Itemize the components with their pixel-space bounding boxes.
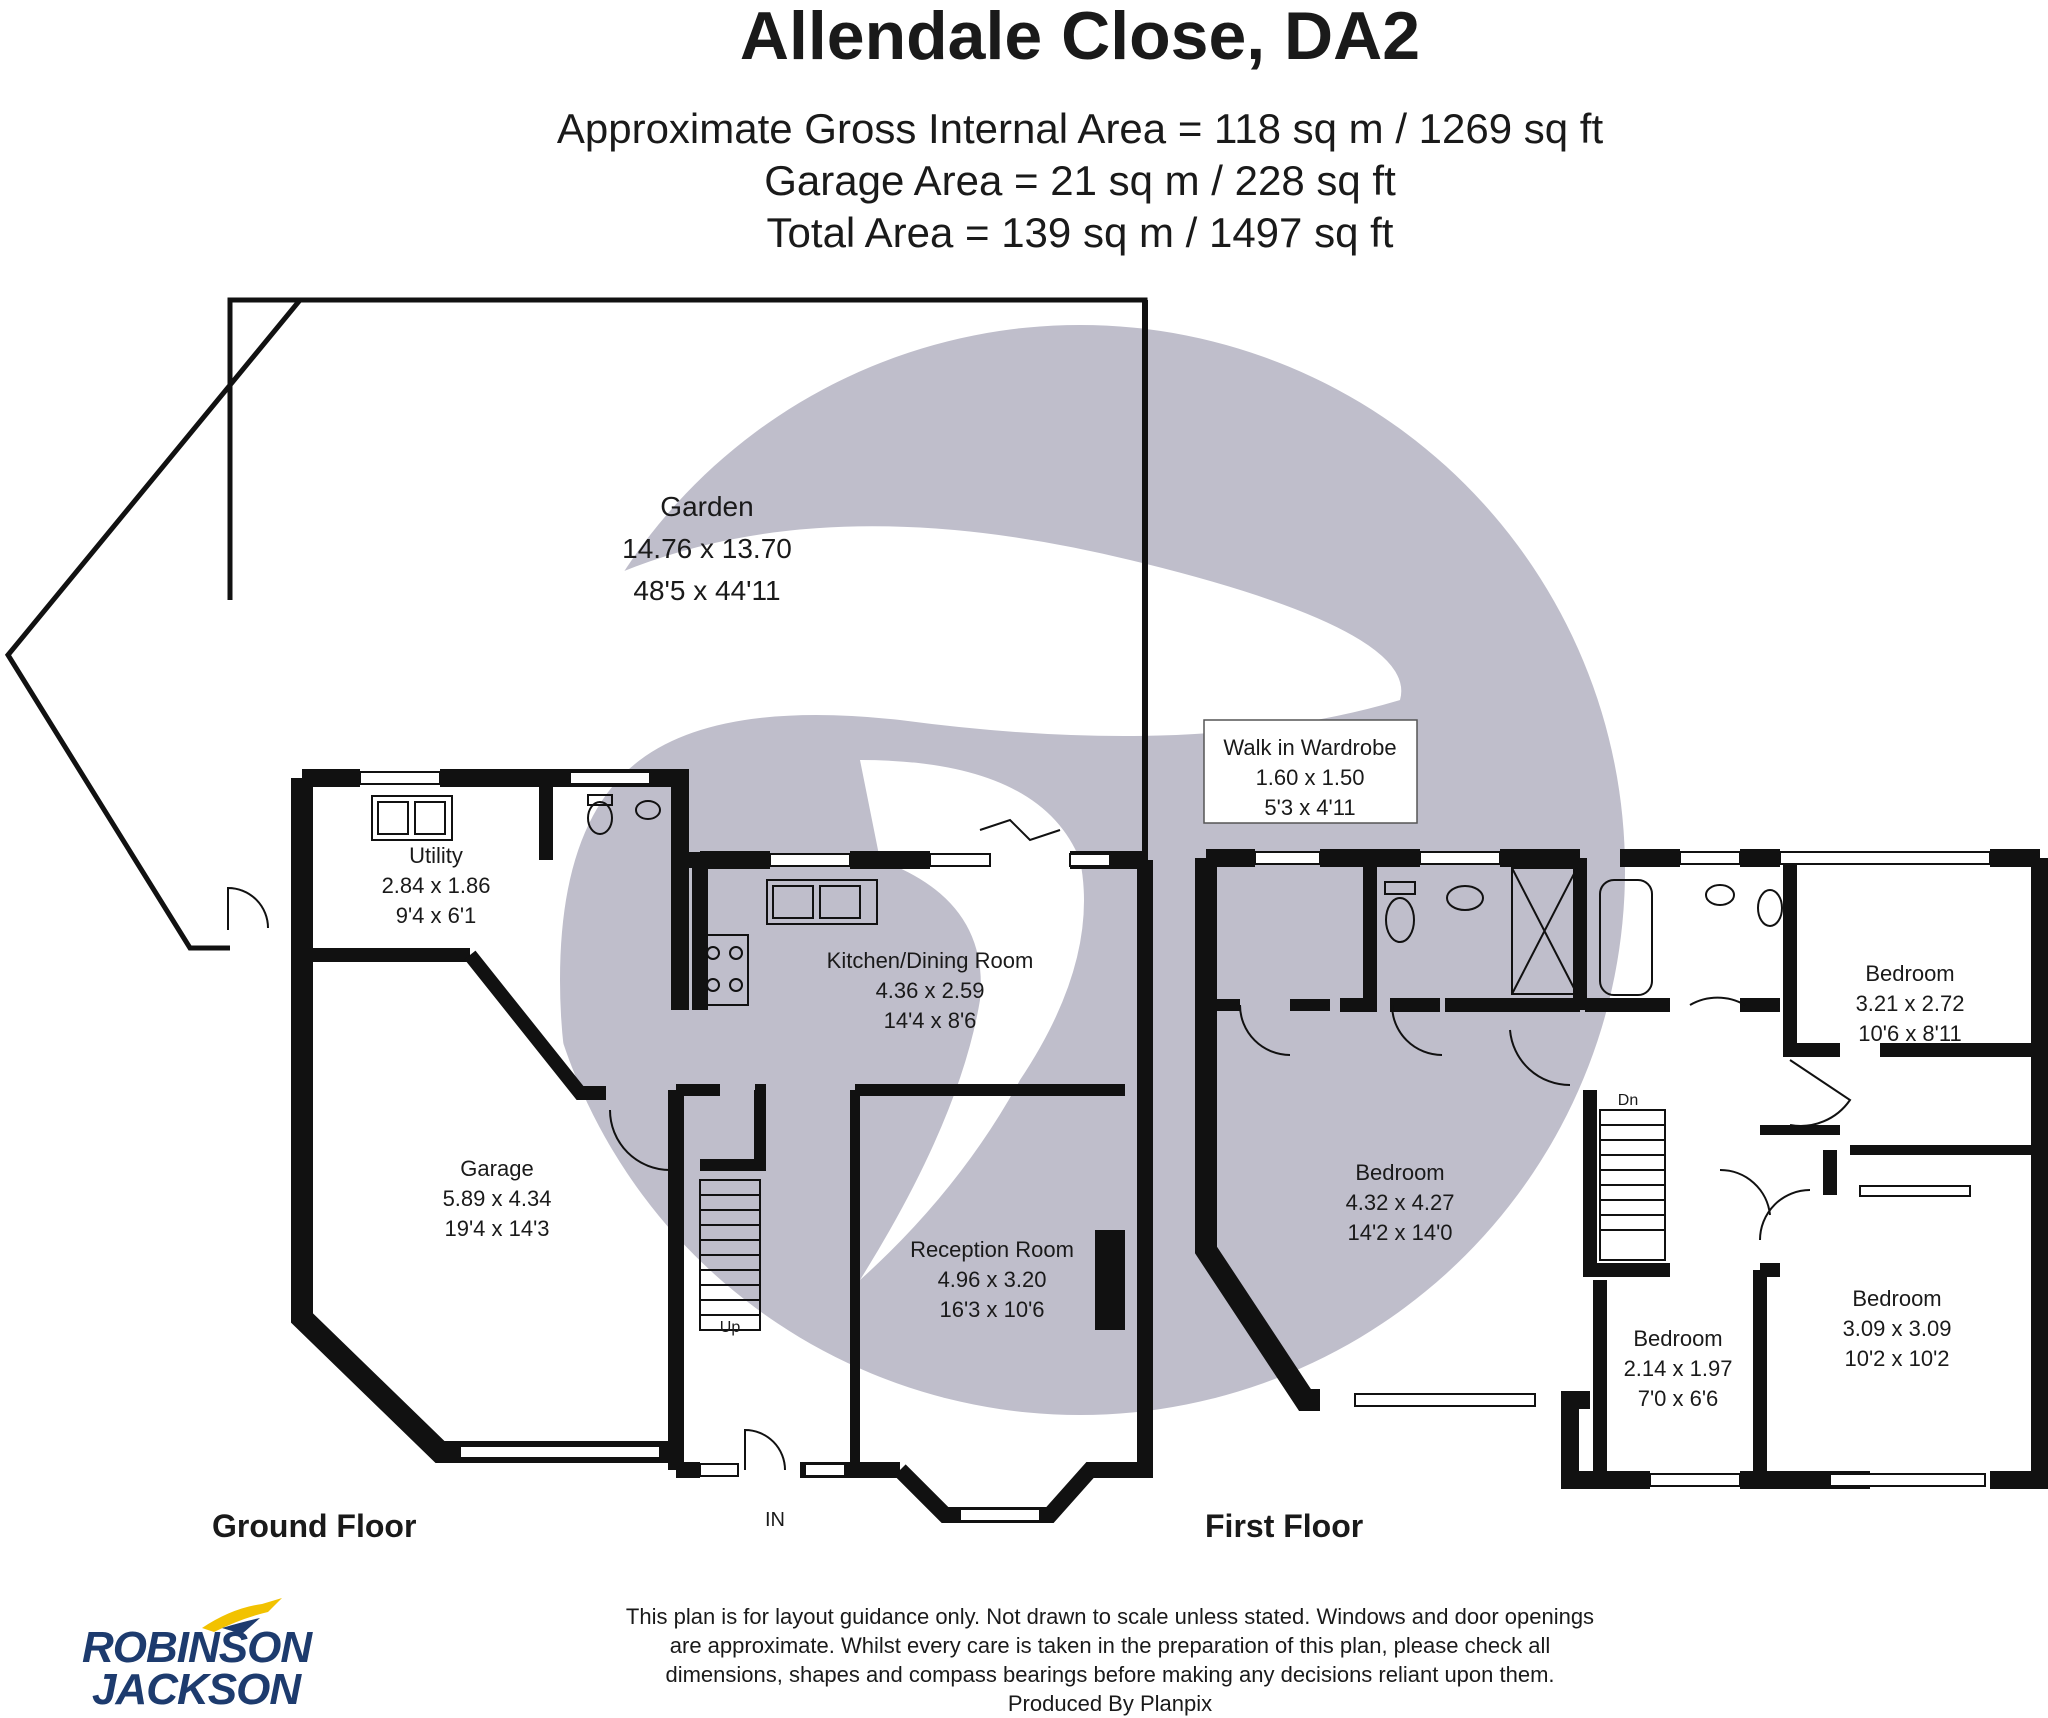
svg-text:Kitchen/Dining Room: Kitchen/Dining Room [827, 948, 1034, 973]
label-bedroom-small: Bedroom 2.14 x 1.97 7'0 x 6'6 [1624, 1326, 1733, 1411]
svg-text:9'4 x 6'1: 9'4 x 6'1 [396, 903, 477, 928]
svg-text:Bedroom: Bedroom [1355, 1160, 1444, 1185]
swallow-icon [202, 1598, 282, 1634]
label-bedroom-main: Bedroom 4.32 x 4.27 14'2 x 14'0 [1346, 1160, 1455, 1245]
svg-text:14'4 x 8'6: 14'4 x 8'6 [884, 1008, 977, 1033]
svg-text:48'5 x 44'11: 48'5 x 44'11 [633, 575, 780, 606]
area-gross: Approximate Gross Internal Area = 118 sq… [556, 105, 1604, 152]
disclaimer-credit: Produced By Planpix [1007, 1691, 1213, 1716]
svg-text:16'3 x 10'6: 16'3 x 10'6 [939, 1297, 1044, 1322]
label-bedroom-ne: Bedroom 3.21 x 2.72 10'6 x 8'11 [1856, 961, 1965, 1046]
plan-title: Allendale Close, DA2 [739, 0, 1421, 74]
svg-text:4.96 x 3.20: 4.96 x 3.20 [938, 1267, 1047, 1292]
svg-text:7'0 x 6'6: 7'0 x 6'6 [1638, 1386, 1719, 1411]
svg-text:3.09 x 3.09: 3.09 x 3.09 [1843, 1316, 1952, 1341]
disclaimer-line: This plan is for layout guidance only. N… [625, 1604, 1595, 1629]
label-wardrobe: Walk in Wardrobe 1.60 x 1.50 5'3 x 4'11 [1223, 735, 1396, 820]
svg-text:Walk in Wardrobe: Walk in Wardrobe [1223, 735, 1396, 760]
label-bedroom-se: Bedroom 3.09 x 3.09 10'2 x 10'2 [1843, 1286, 1952, 1371]
label-reception: Reception Room 4.96 x 3.20 16'3 x 10'6 [910, 1237, 1074, 1322]
svg-text:10'6 x 8'11: 10'6 x 8'11 [1858, 1021, 1961, 1046]
first-floor-walls [1195, 849, 2048, 1489]
svg-text:Garage: Garage [460, 1156, 533, 1181]
stairs-down [1599, 1109, 1666, 1261]
area-total: Total Area = 139 sq m / 1497 sq ft [766, 209, 1394, 256]
robinson-jackson-logo: ROBINSON JACKSON [82, 1590, 312, 1714]
label-stairs-up: Up [720, 1319, 741, 1336]
first-floor-windows [1254, 851, 1991, 1487]
disclaimer: This plan is for layout guidance only. N… [520, 1602, 1700, 1718]
svg-text:4.32 x 4.27: 4.32 x 4.27 [1346, 1190, 1455, 1215]
logo-line-2: JACKSON [92, 1665, 301, 1714]
label-kitchen: Kitchen/Dining Room 4.36 x 2.59 14'4 x 8… [827, 948, 1034, 1033]
first-floor-caption: First Floor [1205, 1508, 1364, 1544]
disclaimer-line: are approximate. Whilst every care is ta… [669, 1633, 1551, 1658]
svg-text:10'2 x 10'2: 10'2 x 10'2 [1844, 1346, 1949, 1371]
svg-text:Utility: Utility [409, 843, 463, 868]
svg-text:Bedroom: Bedroom [1633, 1326, 1722, 1351]
logo-line-1: ROBINSON [82, 1623, 312, 1672]
ground-floor-windows [359, 771, 1111, 1522]
svg-text:19'4 x 14'3: 19'4 x 14'3 [444, 1216, 549, 1241]
label-stairs-down: Dn [1618, 1092, 1638, 1109]
svg-text:5'3 x 4'11: 5'3 x 4'11 [1264, 795, 1355, 820]
svg-text:1.60 x 1.50: 1.60 x 1.50 [1256, 765, 1365, 790]
svg-text:3.21 x 2.72: 3.21 x 2.72 [1856, 991, 1965, 1016]
first-floor-fixtures [1239, 867, 1852, 1261]
disclaimer-line: dimensions, shapes and compass bearings … [665, 1662, 1555, 1687]
area-garage: Garage Area = 21 sq m / 228 sq ft [764, 157, 1396, 204]
label-garden: Garden 14.76 x 13.70 48'5 x 44'11 [622, 491, 792, 606]
svg-text:2.84 x 1.86: 2.84 x 1.86 [382, 873, 491, 898]
svg-text:4.36 x 2.59: 4.36 x 2.59 [876, 978, 985, 1003]
svg-text:14'2 x 14'0: 14'2 x 14'0 [1347, 1220, 1452, 1245]
label-entrance: IN [765, 1509, 785, 1531]
wardrobe-label-box [1203, 719, 1418, 824]
stairs-up [699, 1179, 761, 1331]
svg-text:Reception Room: Reception Room [910, 1237, 1074, 1262]
svg-text:2.14 x 1.97: 2.14 x 1.97 [1624, 1356, 1733, 1381]
svg-text:14.76 x 13.70: 14.76 x 13.70 [622, 533, 792, 564]
ground-floor-caption: Ground Floor [212, 1508, 417, 1544]
label-utility: Utility 2.84 x 1.86 9'4 x 6'1 [382, 843, 491, 928]
svg-text:Garden: Garden [660, 491, 753, 522]
svg-text:Bedroom: Bedroom [1852, 1286, 1941, 1311]
watermark-swirl [479, 325, 1625, 1415]
ground-floor-fixtures [227, 794, 1061, 1471]
label-garage: Garage 5.89 x 4.34 19'4 x 14'3 [443, 1156, 552, 1241]
svg-text:5.89 x 4.34: 5.89 x 4.34 [443, 1186, 552, 1211]
svg-text:Bedroom: Bedroom [1865, 961, 1954, 986]
